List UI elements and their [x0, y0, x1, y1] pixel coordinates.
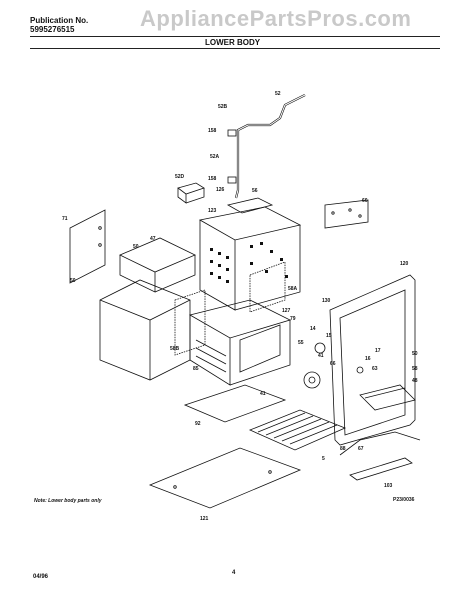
part-label-52: 52	[275, 91, 281, 97]
part-label-71: 71	[62, 216, 68, 222]
part-label-55: 55	[298, 340, 304, 346]
insulation-pad	[174, 261, 286, 356]
part-label-66: 66	[362, 198, 368, 204]
knob-part	[314, 342, 326, 354]
part-label-85: 85	[193, 366, 199, 372]
part-label-50a: 50	[133, 244, 139, 250]
bottom-panel	[148, 447, 302, 509]
part-labels: 52 52B 158 52A 158 52D 126 56 123 66 71 …	[62, 91, 418, 522]
wire-harness	[339, 431, 421, 456]
terminal-strip	[349, 457, 413, 481]
part-label-16: 16	[365, 356, 371, 362]
figure-code: P23/0036	[393, 497, 415, 503]
part-label-50c: 50	[412, 351, 418, 357]
footnote: Note: Lower body parts only	[34, 498, 102, 504]
thermostat-part	[303, 371, 321, 389]
part-label-52a: 52A	[210, 154, 220, 160]
page-number: 4	[232, 570, 236, 576]
part-label-41a: 41	[318, 353, 324, 359]
part-label-15: 15	[326, 333, 332, 339]
side-box	[119, 237, 196, 293]
rear-panel	[69, 209, 106, 284]
part-label-52b: 52B	[218, 104, 228, 110]
part-label-66b: 66	[330, 361, 336, 367]
part-label-158a: 158	[208, 128, 217, 134]
part-label-41b: 41	[260, 391, 266, 397]
lower-side-panel	[99, 279, 191, 381]
part-label-56: 56	[252, 188, 258, 194]
title-rule	[30, 48, 440, 49]
section-title: LOWER BODY	[205, 38, 261, 47]
part-label-52d: 52D	[175, 174, 185, 180]
part-label-103: 103	[384, 483, 393, 489]
thermostat-hub	[308, 376, 316, 384]
publication-date: 04/96	[33, 574, 49, 580]
door-frame	[329, 274, 416, 446]
part-label-120: 120	[400, 261, 409, 267]
part-label-67: 67	[358, 446, 364, 452]
part-label-14: 14	[310, 326, 316, 332]
part-label-63: 63	[372, 366, 378, 372]
publication-label: Publication No.	[30, 16, 89, 25]
part-label-126: 126	[216, 187, 225, 193]
publication-number: 5995276515	[30, 25, 75, 34]
part-label-127: 127	[282, 308, 291, 314]
part-label-50b: 50	[70, 278, 76, 284]
igniter-block	[177, 182, 205, 204]
header-rule	[30, 36, 440, 37]
watermark: AppliancePartsPros.com	[140, 6, 412, 31]
side-panel-right	[324, 199, 369, 229]
oven-rack	[248, 409, 347, 451]
part-label-58a: 58A	[288, 286, 298, 292]
part-label-79: 79	[290, 316, 296, 322]
bake-element	[359, 384, 416, 411]
part-label-123: 123	[208, 208, 217, 214]
oven-top-box	[198, 206, 302, 311]
gas-tube-assembly	[227, 94, 306, 199]
part-label-92: 92	[195, 421, 201, 427]
broiler-pan	[183, 384, 287, 423]
part-label-121: 121	[200, 516, 209, 522]
part-label-130: 130	[322, 298, 331, 304]
part-label-58b: 58B	[170, 346, 180, 352]
part-label-88: 88	[340, 446, 346, 452]
oven-cavity	[188, 299, 292, 386]
part-label-17: 17	[375, 348, 381, 354]
part-label-48: 48	[412, 378, 418, 384]
part-label-58c: 58	[412, 366, 418, 372]
burner-plate	[226, 197, 274, 214]
part-label-158b: 158	[208, 176, 217, 182]
part-label-47: 47	[150, 236, 156, 242]
part-label-5: 5	[322, 456, 325, 462]
element-connector	[356, 366, 364, 374]
